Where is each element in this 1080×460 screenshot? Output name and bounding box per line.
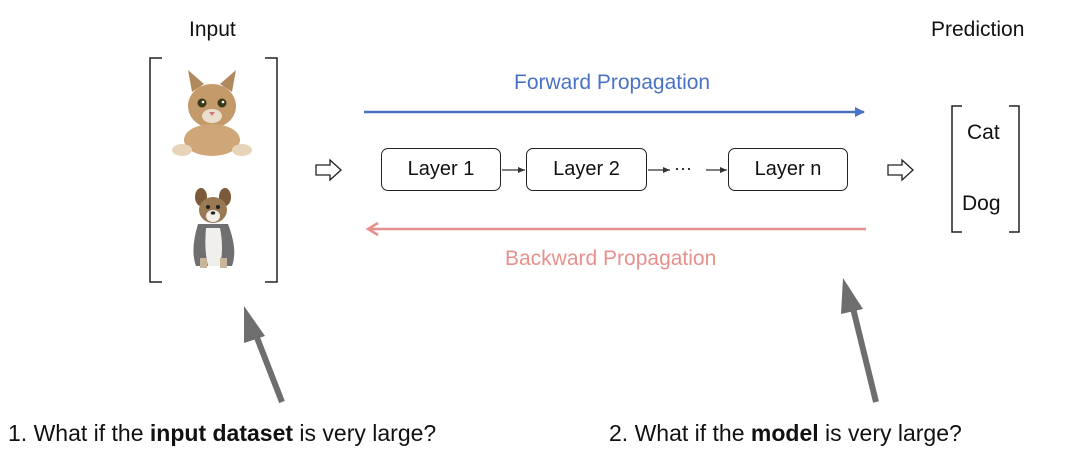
layer-1-label: Layer 1 (407, 158, 475, 180)
layer-1-box: Layer 1 (381, 148, 501, 191)
question-1-suffix: is very large? (293, 420, 437, 446)
question-1-prefix: 1. What if the (8, 420, 150, 446)
question-input-dataset: 1. What if the input dataset is very lar… (8, 420, 436, 447)
question-1-emphasis: input dataset (149, 420, 294, 446)
dog-photo (170, 180, 260, 270)
layer-2-label: Layer 2 (553, 158, 620, 180)
layer-n-box: Layer n (728, 148, 848, 191)
output-cat: Cat (967, 121, 1000, 144)
ellipsis: ··· (674, 158, 692, 178)
output-flow-arrow (887, 158, 914, 182)
question-2-emphasis: model (750, 420, 819, 446)
pointer-arrow-model (841, 278, 879, 403)
input-bracket (149, 57, 278, 283)
question-2-prefix: 2. What if the (609, 420, 751, 446)
question-model: 2. What if the model is very large? (609, 420, 962, 447)
layer-n-label: Layer n (754, 158, 822, 180)
input-flow-arrow (315, 158, 342, 182)
layer-2-box: Layer 2 (526, 148, 647, 191)
backward-propagation-label: Backward Propagation (505, 247, 717, 270)
forward-propagation-label: Forward Propagation (514, 71, 711, 94)
input-label: Input (189, 18, 236, 41)
pointer-arrow-input (244, 306, 285, 404)
prediction-label: Prediction (931, 18, 1025, 41)
backward-arrow (365, 221, 866, 237)
cat-photo (168, 66, 260, 158)
question-2-suffix: is very large? (818, 420, 962, 446)
output-dog: Dog (962, 192, 1001, 215)
prediction-bracket (951, 105, 1020, 233)
